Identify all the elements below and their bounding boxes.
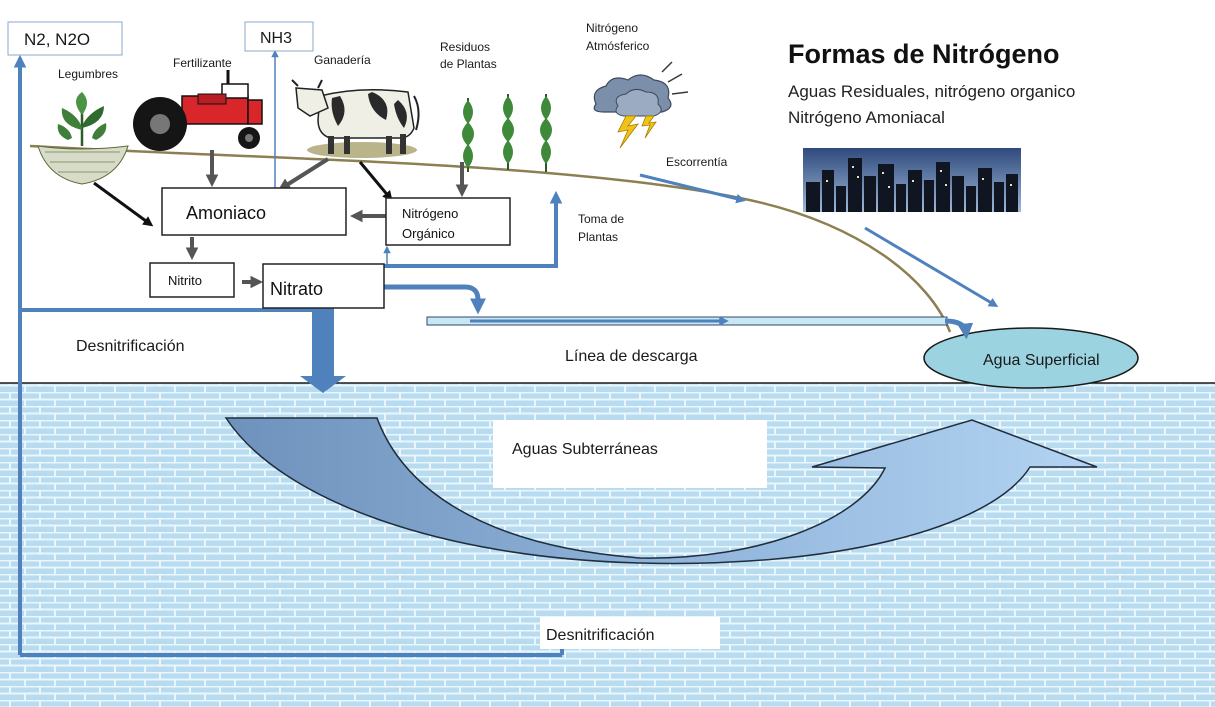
process-arrows <box>185 150 469 289</box>
toma-plantas-line1: Toma de <box>578 212 624 226</box>
nh3-box-frame <box>244 21 314 52</box>
legume-plant-icon <box>37 92 129 185</box>
groundwater-label-box <box>493 420 767 488</box>
nitrato-label: Nitrato <box>270 279 323 299</box>
desnitrificacion-top-label: Desnitrificación <box>76 338 184 355</box>
cow-icon <box>291 79 420 158</box>
subtitle-line-1: Aguas Residuales, nitrógeno organico <box>788 82 1075 101</box>
land-surface-curve <box>29 144 952 333</box>
city-skyline-icon <box>803 148 1021 212</box>
nitrogeno-organico-line2: Orgánico <box>402 226 455 241</box>
nitrate-leaching-arrow <box>300 308 346 393</box>
page-title: Formas de Nitrógeno <box>788 39 1060 69</box>
nh3-label: NH3 <box>260 30 292 47</box>
plant-uptake-path <box>384 190 563 268</box>
nitrate-box-frame <box>262 263 385 309</box>
residuos-label-line1: Residuos <box>440 40 490 54</box>
discharge-outlet-hook <box>944 318 974 340</box>
organic-nitrogen-box-frame <box>385 197 511 246</box>
nitrito-label: Nitrito <box>168 273 202 288</box>
fertilizante-label: Fertilizante <box>173 56 232 70</box>
city-discharge-arrow <box>864 226 999 307</box>
atmosferico-label-line1: Nitrógeno <box>586 21 638 35</box>
amoniaco-label: Amoniaco <box>186 203 266 223</box>
surface-water-pond <box>923 327 1139 389</box>
legumbres-label: Legumbres <box>58 67 118 81</box>
atmosferico-label-line2: Atmósferico <box>586 39 650 53</box>
denitrification-return-lines <box>13 54 564 657</box>
groundwater-flow-arrow <box>224 417 1098 565</box>
nitrate-discharge-hook <box>384 284 487 315</box>
ganaderia-label: Ganadería <box>314 53 371 67</box>
desnitrificacion-bottom-label: Desnitrificación <box>546 627 654 644</box>
subtitle-line-2: Nitrógeno Amoniacal <box>788 108 945 127</box>
nitrogeno-organico-line1: Nitrógeno <box>402 206 458 221</box>
residuos-label-line2: de Plantas <box>440 57 497 71</box>
n2-n2o-box-frame <box>7 21 123 56</box>
runoff-arrow <box>639 173 746 204</box>
source-arrows <box>93 161 393 227</box>
aguas-subterraneas-label: Aguas Subterráneas <box>512 441 658 458</box>
plant-residue-icon <box>462 94 552 172</box>
agua-superficial-label: Agua Superficial <box>983 352 1100 369</box>
storm-cloud-icon <box>593 61 689 149</box>
linea-descarga-label: Línea de descarga <box>565 348 698 365</box>
ammonia-box-frame <box>161 187 347 236</box>
desnitrificacion-bottom-box <box>540 617 720 649</box>
toma-plantas-line2: Plantas <box>578 230 618 244</box>
nitrite-box-frame <box>149 262 235 298</box>
tractor-icon <box>133 70 263 151</box>
escorrentia-label: Escorrentía <box>666 155 728 169</box>
n2-n2o-label: N2, N2O <box>24 30 90 49</box>
